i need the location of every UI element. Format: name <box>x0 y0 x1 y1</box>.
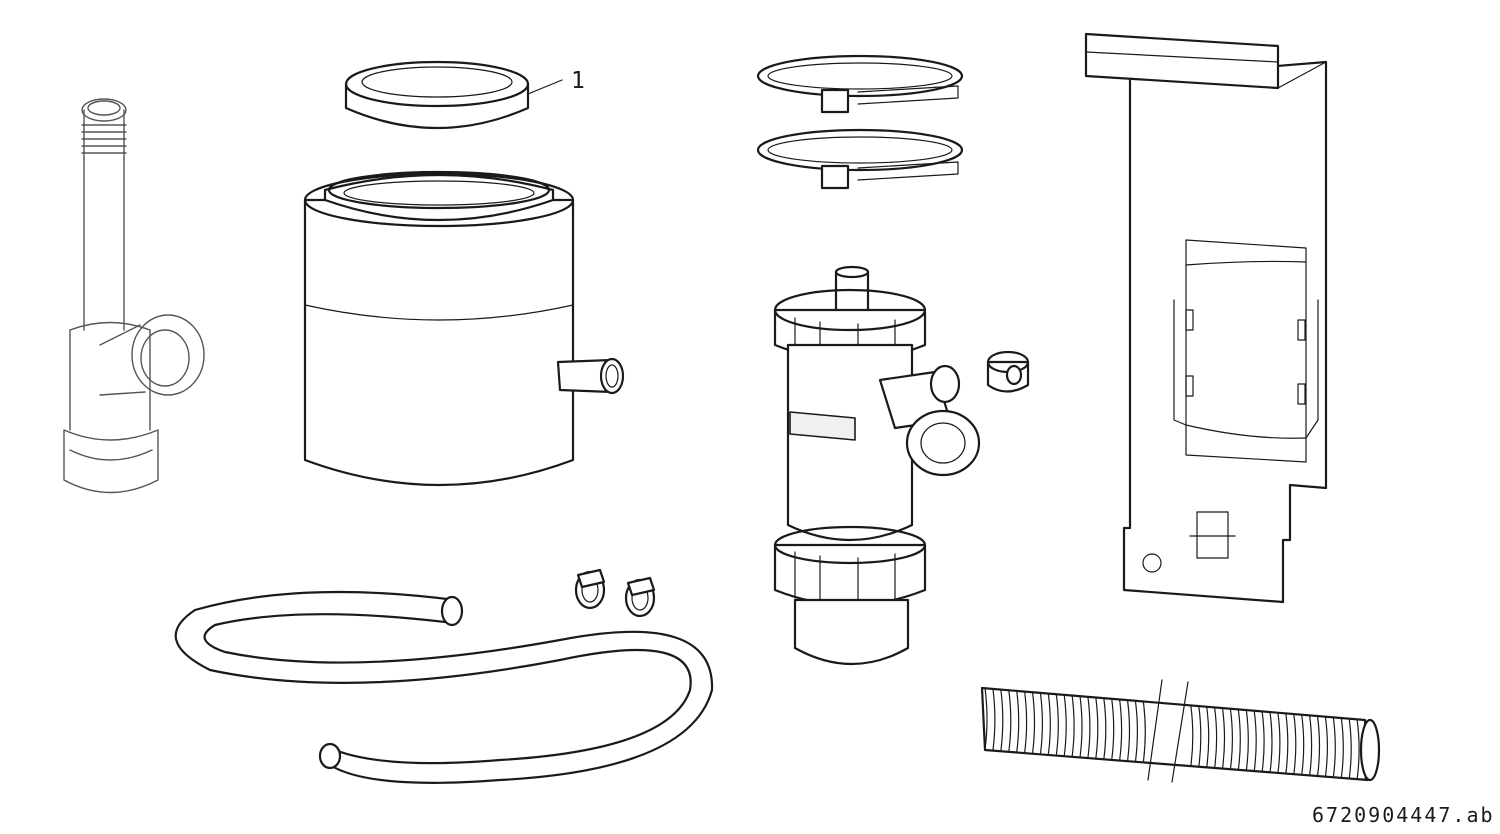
cable-tie-icon <box>756 54 964 190</box>
tee-pipe-fitting-icon <box>63 98 205 494</box>
seal-ring-icon <box>344 60 563 130</box>
hose-icon <box>174 590 714 784</box>
hose-clamp-icon <box>574 568 656 618</box>
siphon-trap-icon <box>773 265 981 666</box>
callout-label: 1 <box>571 68 585 94</box>
reference-code: 6720904447.ab <box>1312 803 1495 827</box>
mounting-bracket-icon <box>1084 32 1328 604</box>
pipe-adapter-icon <box>303 170 625 487</box>
spacer-ring-icon <box>986 350 1030 393</box>
corrugated-hose-icon <box>980 679 1381 783</box>
